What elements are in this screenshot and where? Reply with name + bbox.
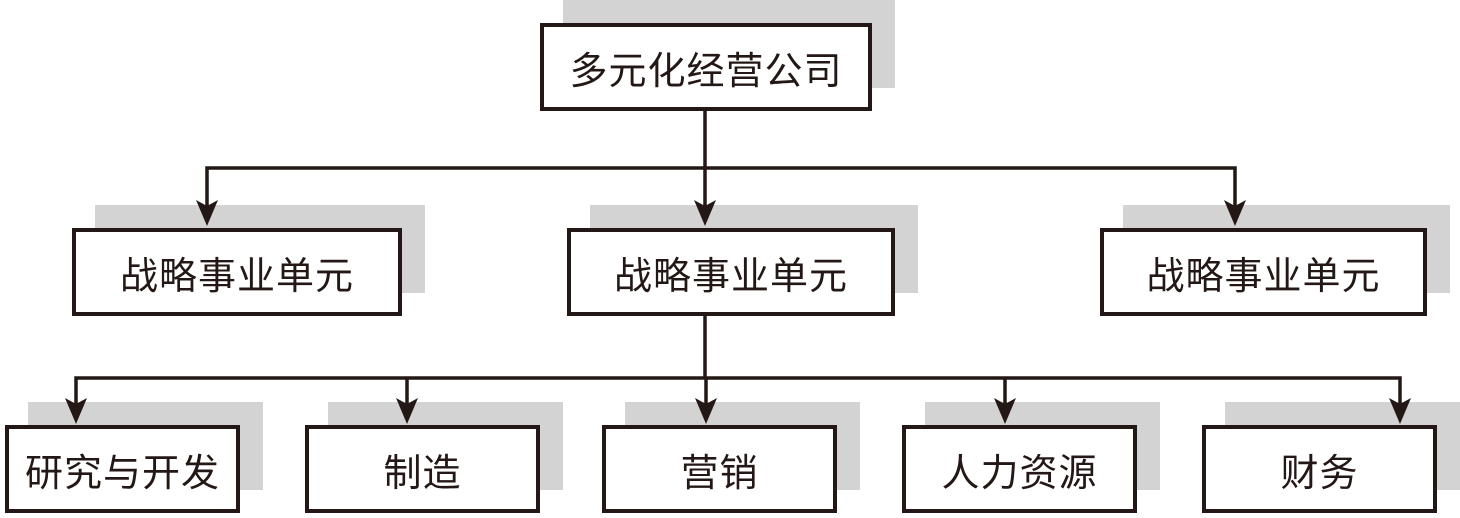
arrowhead-down-icon xyxy=(396,398,418,424)
org-node-label: 研究与开发 xyxy=(24,452,220,495)
org-node-rnd: 研究与开发 xyxy=(5,402,263,513)
arrowhead-down-icon xyxy=(694,200,716,226)
org-node-marketing: 营销 xyxy=(602,402,860,513)
org-node-sbu-3: 战略事业单元 xyxy=(1100,205,1450,316)
arrowhead-down-icon xyxy=(695,398,717,424)
org-node-label: 多元化经营公司 xyxy=(569,50,843,93)
org-node-root: 多元化经营公司 xyxy=(540,0,895,111)
arrowhead-down-icon xyxy=(196,200,218,226)
org-node-label: 人力资源 xyxy=(941,452,1098,495)
org-node-label: 战略事业单元 xyxy=(613,255,848,298)
org-node-label: 战略事业单元 xyxy=(119,255,354,298)
org-node-label: 制造 xyxy=(383,452,462,495)
org-node-finance: 财务 xyxy=(1202,402,1460,513)
org-node-manufacturing: 制造 xyxy=(305,402,563,513)
arrowhead-down-icon xyxy=(65,398,87,424)
org-node-sbu-1: 战略事业单元 xyxy=(72,205,425,316)
org-node-sbu-2: 战略事业单元 xyxy=(567,205,918,316)
arrowhead-down-icon xyxy=(1389,398,1411,424)
arrowhead-down-icon xyxy=(1224,200,1246,226)
org-node-label: 财务 xyxy=(1280,452,1359,495)
org-node-label: 营销 xyxy=(680,452,759,495)
arrowhead-down-icon xyxy=(994,398,1016,424)
org-node-label: 战略事业单元 xyxy=(1146,255,1381,298)
org-node-hr: 人力资源 xyxy=(902,402,1160,513)
connector-path xyxy=(74,106,1402,404)
